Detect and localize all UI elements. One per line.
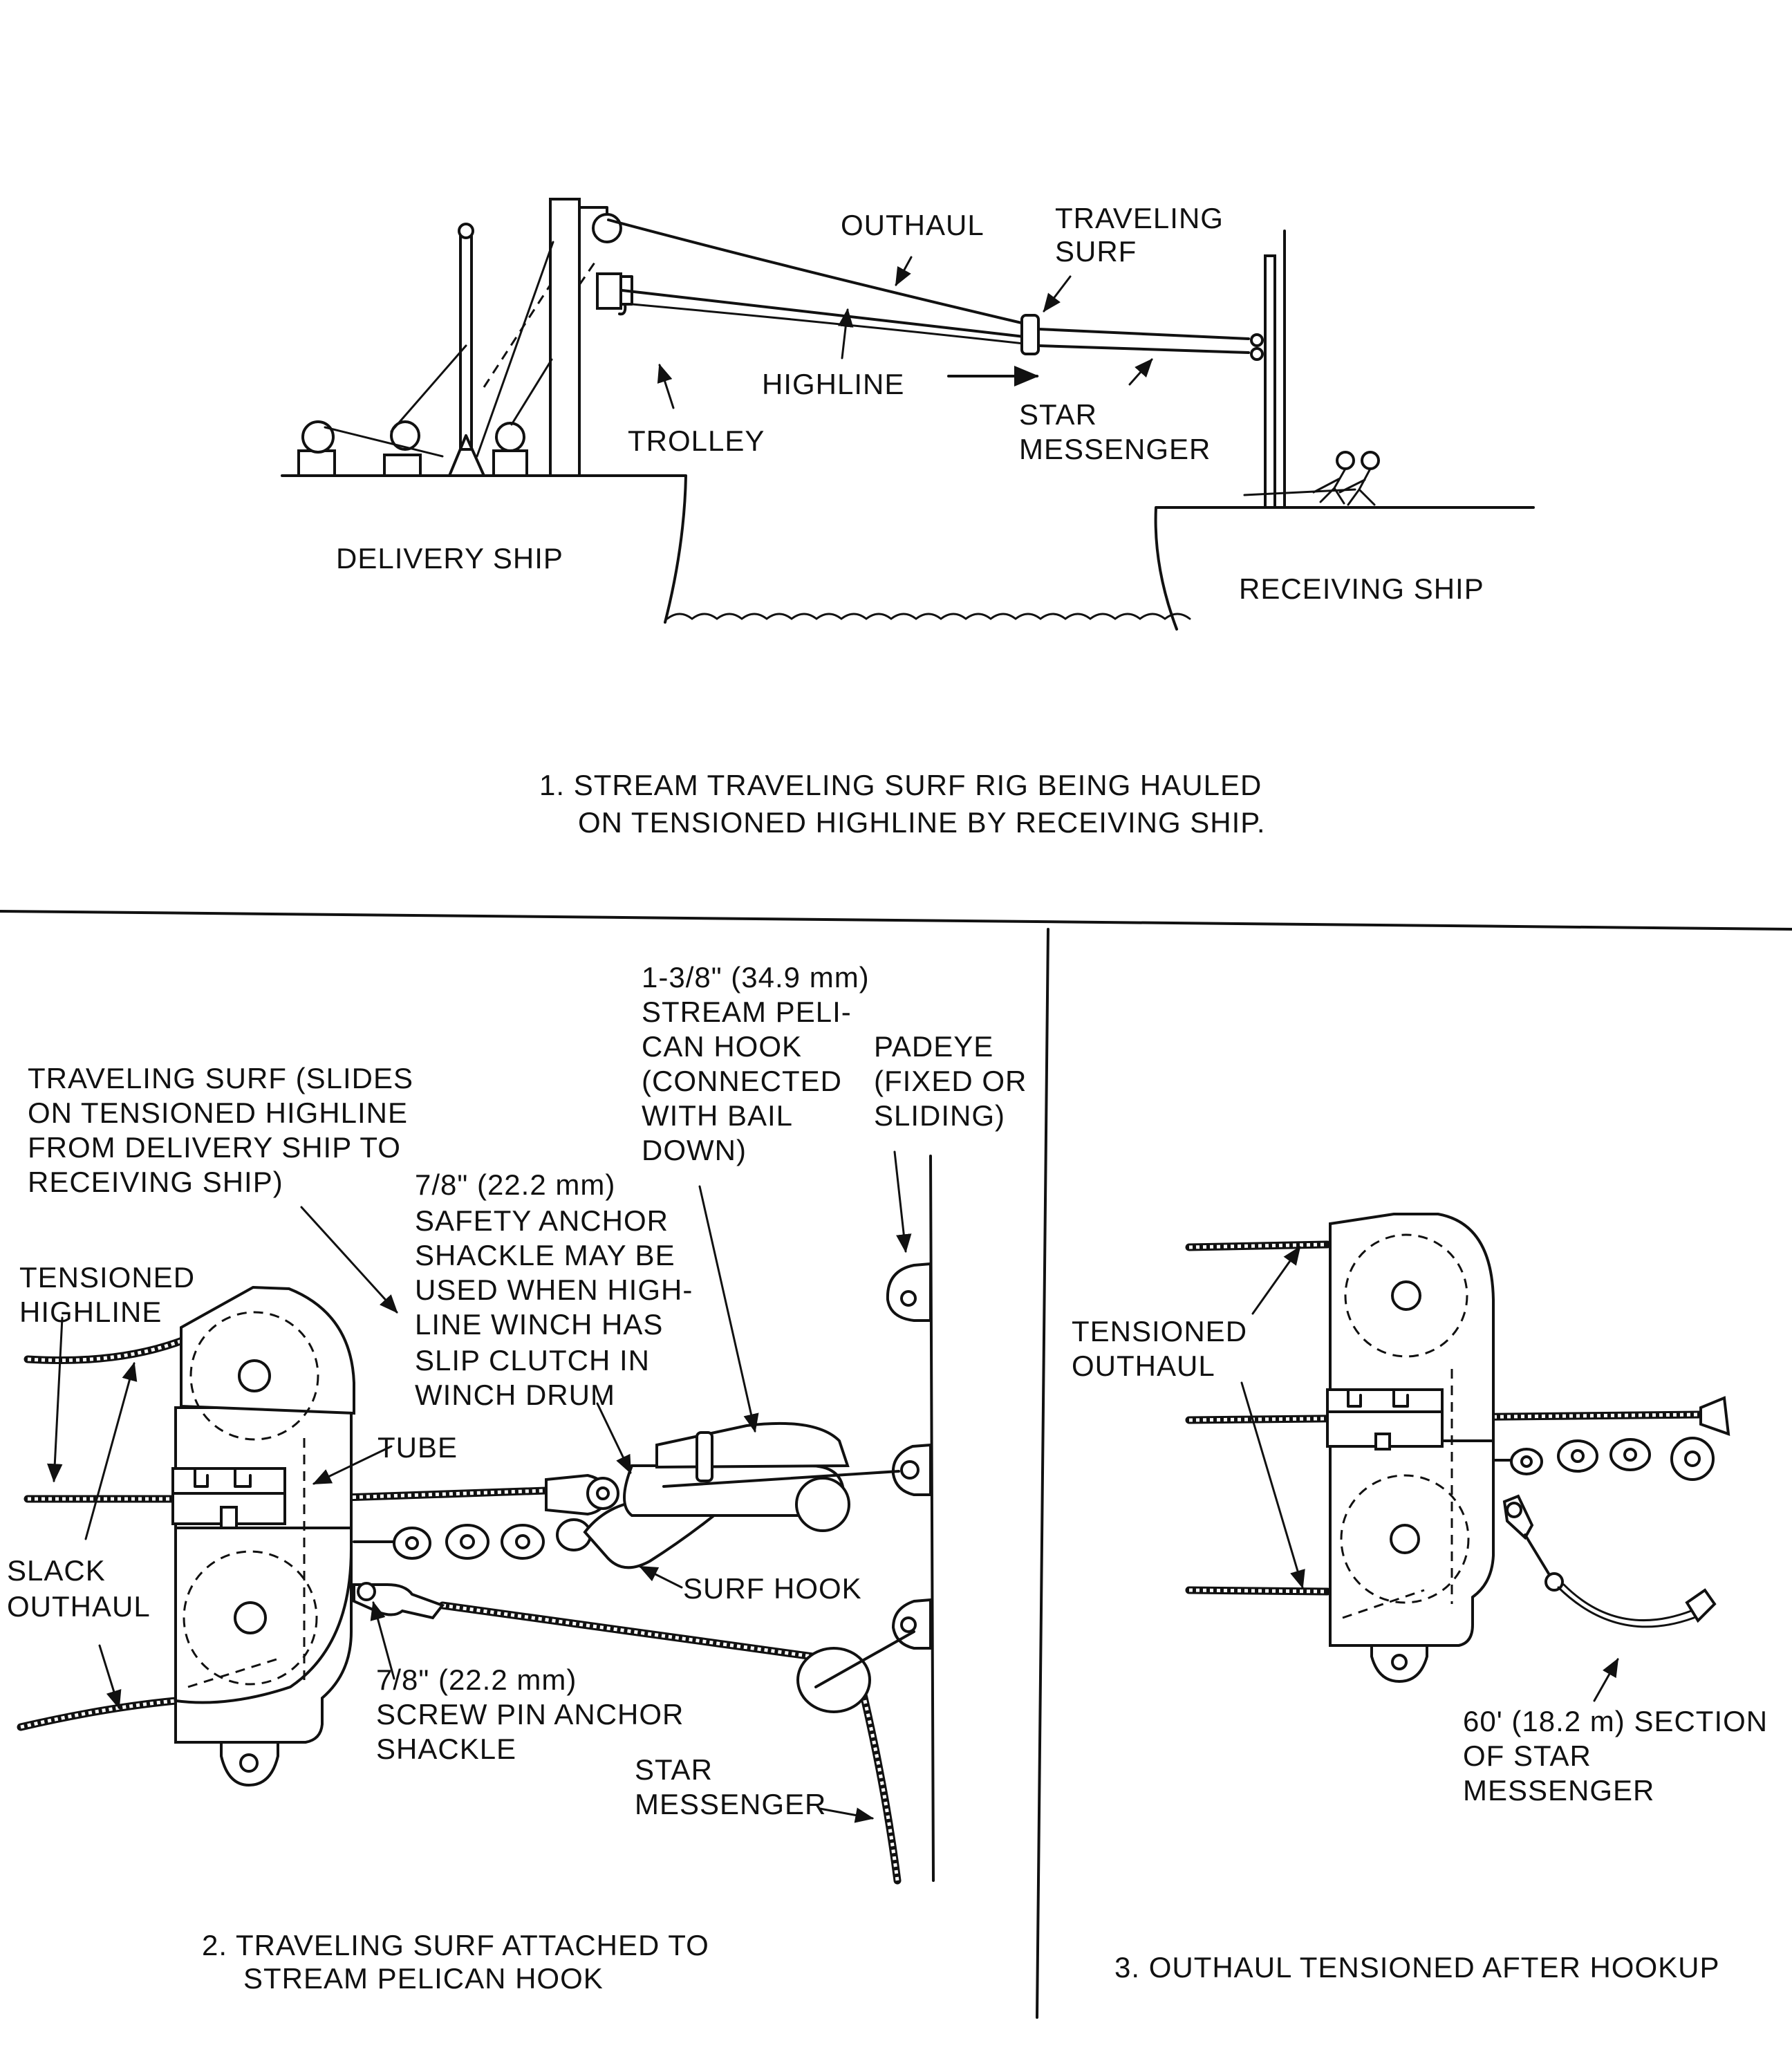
caption-panel-2-line-1: 2. TRAVELING SURF ATTACHED TO	[202, 1929, 709, 1961]
svg-text:HIGHLINE: HIGHLINE	[19, 1296, 162, 1328]
pelican-hook	[545, 1421, 900, 1532]
svg-text:PADEYE: PADEYE	[874, 1030, 993, 1063]
star-messenger-toggle	[796, 1647, 871, 1713]
svg-text:STAR: STAR	[635, 1753, 713, 1786]
receiving-kingpost	[1264, 254, 1276, 509]
label-padeye: PADEYE (FIXED OR SLIDING)	[874, 1030, 1027, 1132]
svg-text:1-3/8" (34.9 mm): 1-3/8" (34.9 mm)	[642, 961, 870, 994]
svg-text:SLACK: SLACK	[7, 1554, 106, 1587]
padeye-middle	[891, 1443, 932, 1496]
svg-text:MESSENGER: MESSENGER	[635, 1788, 826, 1820]
svg-text:60' (18.2 m) SECTION: 60' (18.2 m) SECTION	[1463, 1705, 1768, 1737]
label-highline: HIGHLINE	[762, 368, 904, 400]
traveling-surf-block	[1020, 314, 1040, 355]
traveling-surf-body	[171, 1285, 355, 1787]
water-waves	[666, 613, 1191, 620]
label-surf-hook: SURF HOOK	[683, 1572, 862, 1605]
label-tensioned-outhaul: TENSIONED OUTHAUL	[1072, 1315, 1247, 1382]
chain-links	[353, 1518, 592, 1560]
label-traveling-surf-1: TRAVELING	[1055, 202, 1224, 234]
kingpost-sheave	[592, 213, 622, 243]
svg-text:SHACKLE: SHACKLE	[376, 1733, 516, 1765]
svg-text:OUTHAUL: OUTHAUL	[1072, 1350, 1215, 1382]
svg-text:ON TENSIONED HIGHLINE: ON TENSIONED HIGHLINE	[28, 1097, 408, 1129]
svg-text:(FIXED OR: (FIXED OR	[874, 1065, 1027, 1097]
svg-text:SLIDING): SLIDING)	[874, 1099, 1005, 1132]
label-tensioned-highline: TENSIONED HIGHLINE	[19, 1261, 195, 1328]
svg-text:SLIP CLUTCH IN: SLIP CLUTCH IN	[415, 1344, 650, 1377]
star-messenger-section	[1502, 1494, 1717, 1628]
receiving-ship-hull	[1154, 506, 1535, 631]
svg-text:TRAVELING SURF (SLIDES: TRAVELING SURF (SLIDES	[28, 1062, 413, 1094]
panel-1-overview: OUTHAUL TRAVELING SURF HIGHLINE TROLLEY …	[281, 198, 1535, 839]
label-outhaul: OUTHAUL	[841, 209, 984, 241]
svg-text:RECEIVING SHIP): RECEIVING SHIP)	[28, 1166, 283, 1198]
svg-text:7/8" (22.2 mm): 7/8" (22.2 mm)	[376, 1663, 577, 1696]
label-traveling-surf-2: SURF	[1055, 235, 1137, 268]
screw-pin-shackle	[353, 1582, 445, 1620]
svg-text:DOWN): DOWN)	[642, 1134, 747, 1166]
svg-text:SHACKLE MAY BE: SHACKLE MAY BE	[415, 1239, 675, 1271]
label-star-messenger-section: 60' (18.2 m) SECTION OF STAR MESSENGER	[1463, 1705, 1768, 1807]
delivery-ship-hull	[281, 474, 687, 624]
svg-text:SCREW PIN ANCHOR: SCREW PIN ANCHOR	[376, 1698, 684, 1731]
label-safety-anchor-shackle: 7/8" (22.2 mm) SAFETY ANCHOR SHACKLE MAY…	[415, 1168, 693, 1411]
label-delivery-ship: DELIVERY SHIP	[336, 542, 563, 575]
svg-text:WITH BAIL: WITH BAIL	[642, 1099, 793, 1132]
traveling-surf-body-p3	[1326, 1213, 1495, 1683]
svg-text:WINCH DRUM: WINCH DRUM	[415, 1379, 615, 1411]
delivery-kingpost	[549, 198, 581, 477]
svg-text:CAN HOOK: CAN HOOK	[642, 1030, 802, 1063]
svg-text:7/8" (22.2 mm): 7/8" (22.2 mm)	[415, 1168, 615, 1201]
padeye-lower	[891, 1598, 932, 1650]
label-pelican-hook: 1-3/8" (34.9 mm) STREAM PELI- CAN HOOK (…	[642, 961, 870, 1166]
label-star-messenger-1: STAR	[1019, 398, 1097, 431]
svg-text:USED WHEN HIGH-: USED WHEN HIGH-	[415, 1274, 693, 1306]
svg-text:OF STAR: OF STAR	[1463, 1739, 1592, 1772]
highline-line	[621, 289, 1032, 339]
label-star-messenger: STAR MESSENGER	[635, 1753, 826, 1820]
svg-text:TENSIONED: TENSIONED	[19, 1261, 195, 1294]
caption-panel-1-line-2: ON TENSIONED HIGHLINE BY RECEIVING SHIP.	[578, 806, 1266, 839]
label-slack-outhaul: SLACK OUTHAUL	[7, 1554, 151, 1623]
svg-text:LINE WINCH HAS: LINE WINCH HAS	[415, 1308, 663, 1341]
crew-hauling-figures	[1243, 451, 1380, 506]
caption-panel-3: 3. OUTHAUL TENSIONED AFTER HOOKUP	[1114, 1951, 1719, 1984]
svg-text:SAFETY ANCHOR: SAFETY ANCHOR	[415, 1204, 669, 1237]
svg-text:MESSENGER: MESSENGER	[1463, 1774, 1654, 1807]
winch-1	[297, 449, 336, 477]
delivery-mast	[459, 227, 473, 451]
winch-2	[383, 454, 422, 477]
svg-text:FROM DELIVERY SHIP TO: FROM DELIVERY SHIP TO	[28, 1131, 401, 1164]
label-screw-pin-anchor-shackle: 7/8" (22.2 mm) SCREW PIN ANCHOR SHACKLE	[376, 1663, 684, 1765]
outhaul-line	[607, 218, 1032, 326]
trolley-block	[596, 272, 622, 310]
chain-links-p3	[1492, 1437, 1715, 1481]
winch-3	[492, 449, 528, 477]
label-trolley: TROLLEY	[628, 425, 765, 457]
panel-3-outhaul-tensioned: TENSIONED OUTHAUL 60' (18.2 m) SECTION O…	[1072, 1213, 1768, 1984]
caption-panel-2-line-2: STREAM PELICAN HOOK	[243, 1962, 604, 1995]
svg-text:(CONNECTED: (CONNECTED	[642, 1065, 842, 1097]
caption-panel-1-line-1: 1. STREAM TRAVELING SURF RIG BEING HAULE…	[539, 769, 1262, 801]
horizontal-divider	[0, 910, 1792, 931]
label-receiving-ship: RECEIVING SHIP	[1239, 572, 1484, 605]
label-tube: TUBE	[377, 1431, 458, 1464]
highline-end-fitting	[1699, 1396, 1730, 1436]
padeye-upper	[886, 1262, 932, 1322]
label-traveling-surf-slides: TRAVELING SURF (SLIDES ON TENSIONED HIGH…	[28, 1062, 413, 1198]
svg-text:STREAM PELI-: STREAM PELI-	[642, 996, 852, 1028]
vertical-divider	[1036, 928, 1049, 2019]
label-star-messenger-2: MESSENGER	[1019, 433, 1211, 465]
svg-text:TENSIONED: TENSIONED	[1072, 1315, 1247, 1347]
svg-text:OUTHAUL: OUTHAUL	[7, 1590, 151, 1623]
panel-2-surf-attached: TRAVELING SURF (SLIDES ON TENSIONED HIGH…	[7, 961, 1027, 1995]
